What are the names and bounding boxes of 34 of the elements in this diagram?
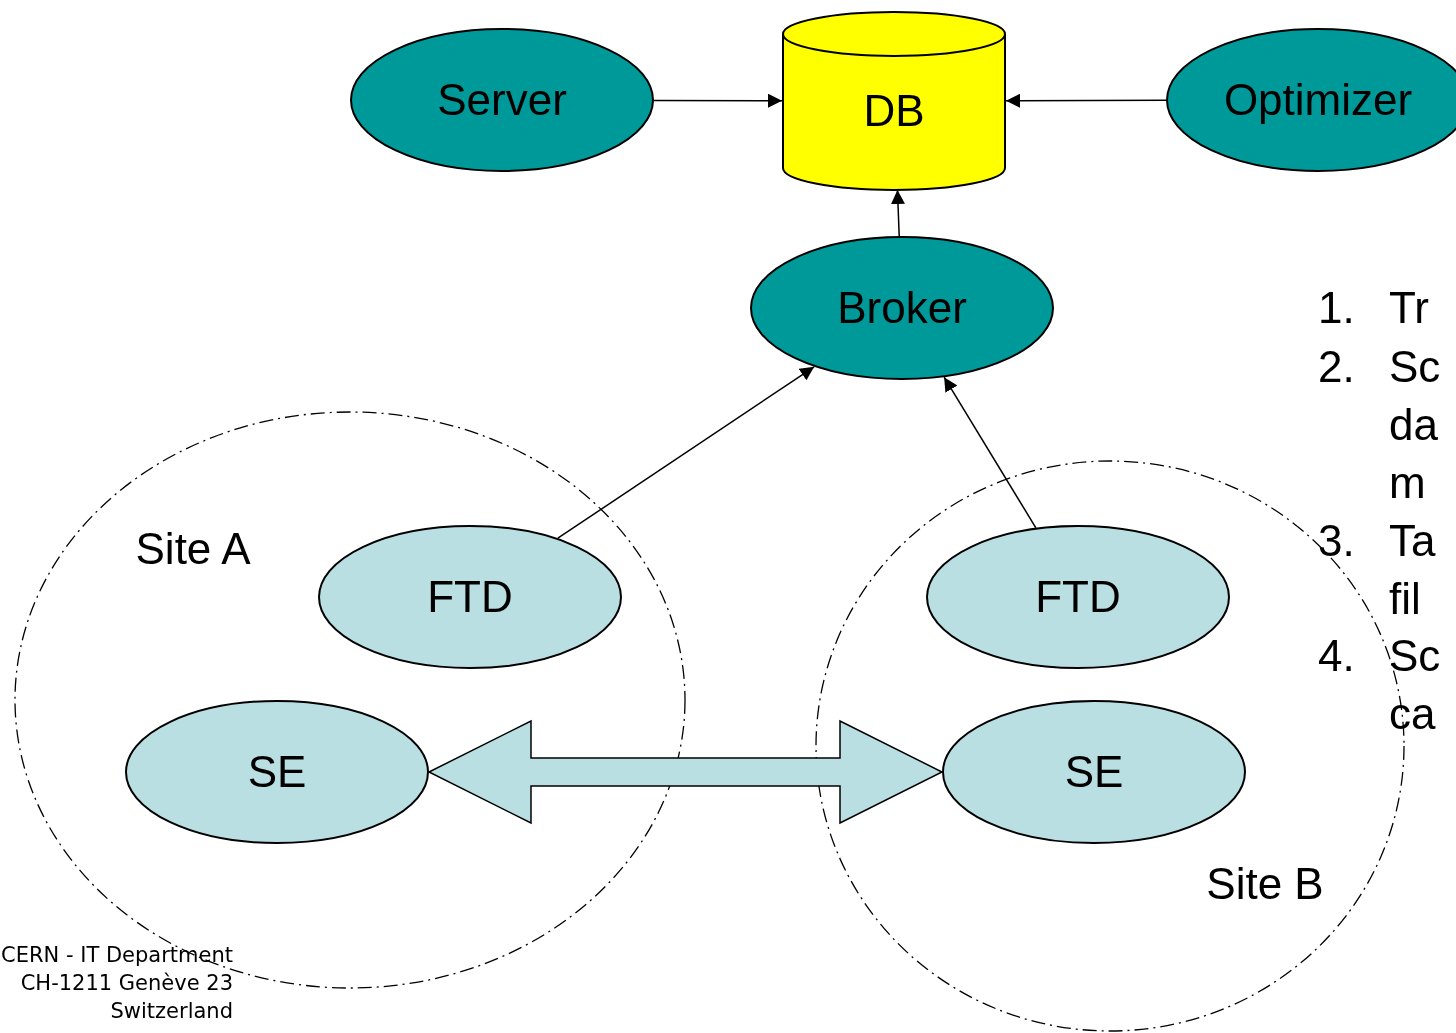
node-label: DB [863, 89, 925, 133]
arrow [891, 189, 905, 237]
arrow [1005, 93, 1167, 108]
footer-address: CH-1211 Genève 23 [20, 970, 233, 997]
list-item-text: Sc ca [1389, 630, 1441, 740]
database-cylinder [782, 12, 1006, 190]
list-number: 1. [1318, 282, 1355, 334]
ellipse-node [942, 700, 1246, 844]
node-label: FTD [427, 575, 513, 619]
arrow [653, 93, 783, 108]
site-label: Site B [1206, 862, 1324, 906]
site-label: Site A [135, 527, 251, 571]
ellipse-node [926, 525, 1230, 669]
arrow [943, 376, 1037, 529]
arrow [557, 366, 815, 539]
node-label: Broker [837, 286, 967, 330]
node-label: Optimizer [1223, 78, 1413, 122]
list-number: 3. [1318, 515, 1355, 567]
ellipse-node [125, 700, 429, 844]
footer-address: Switzerland [110, 998, 233, 1025]
node-label: Server [437, 78, 567, 122]
footer-address: CERN - IT Department [1, 942, 233, 969]
list-item-text: Tr [1389, 282, 1429, 334]
list-item-text: Ta fil [1389, 515, 1436, 625]
node-label: SE [247, 750, 307, 794]
list-item-text: Sc da m [1389, 341, 1441, 509]
list-number: 4. [1318, 630, 1355, 682]
ellipse-node [750, 236, 1054, 380]
node-label: SE [1064, 750, 1124, 794]
node-label: FTD [1035, 575, 1121, 619]
double-block-arrow [427, 719, 944, 825]
ellipse-node [350, 28, 654, 172]
list-number: 2. [1318, 341, 1355, 393]
ellipse-node [318, 525, 622, 669]
